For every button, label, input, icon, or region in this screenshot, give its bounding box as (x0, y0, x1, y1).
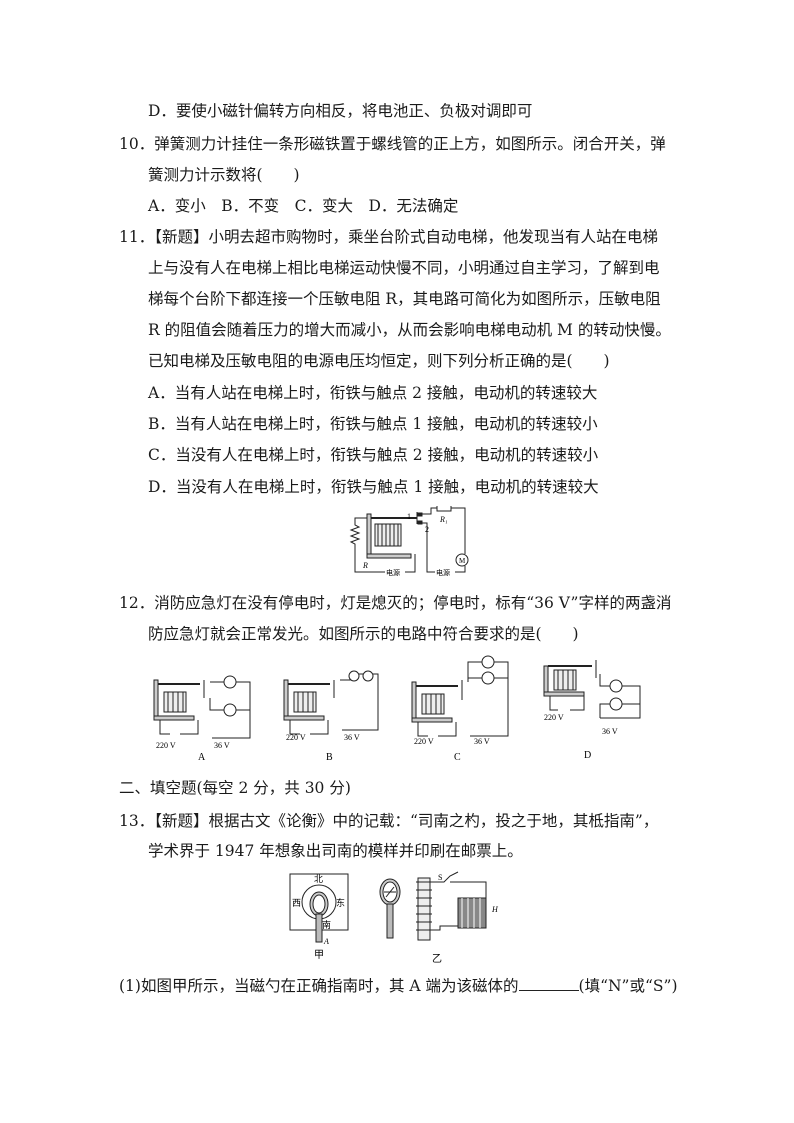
q11-option-d: D．当没有人在电梯上时，衔铁与触点 1 接触，电动机的转速较大 (148, 478, 599, 496)
q13-label-h: H (491, 905, 499, 914)
q11-label-m: M (459, 557, 466, 565)
q13-sub1-after: (填“N”或“S”) (578, 977, 678, 995)
q13-label-south: 南 (322, 919, 331, 930)
q13-label-jia: 甲 (314, 950, 324, 960)
q12-b-36v: 36 V (344, 733, 360, 742)
q12-b-label: B (326, 752, 333, 763)
q13-figure-yi: S H 乙 (379, 871, 499, 965)
q11-option-c: C．当没有人在电梯上时，衔铁与触点 2 接触，电动机的转速较小 (148, 446, 599, 464)
q12-b-220v: 220 V (286, 733, 306, 742)
q12-a-220v: 220 V (156, 741, 176, 750)
q13-stem-line1: 13．【新题】根据古文《论衡》中的记载：“司南之杓，投之于地，其柢指南”， (119, 812, 659, 830)
q11-option-b: B．当有人站在电梯上时，衔铁与触点 1 接触，电动机的转速较小 (148, 415, 598, 433)
q12-d-36v: 36 V (602, 727, 618, 736)
q9-option-d: D．要使小磁针偏转方向相反，将电池正、负极对调即可 (148, 102, 533, 120)
q11-stem-line4: R 的阻值会随着压力的增大而减小，从而会影响电梯电动机 M 的转动快慢。 (148, 321, 671, 339)
q11-power-right: 电源 (436, 568, 450, 577)
q11-label-2: 2 (425, 525, 429, 534)
q13-label-west: 西 (292, 898, 301, 908)
q11-option-a: A．当有人站在电梯上时，衔铁与触点 2 接触，电动机的转速较大 (148, 384, 598, 402)
q12-d-label: D (584, 750, 591, 761)
q11-stem-line3: 梯每个台阶下都连接一个压敏电阻 R，其电路可简化为如图所示，压敏电阻 (148, 290, 661, 308)
q11-label-r: R (362, 561, 368, 570)
q13-label-s: S (438, 873, 442, 882)
q12-stem-line2: 防应急灯就会正常发光。如图所示的电路中符合要求的是( ) (148, 625, 579, 643)
q13-sub1: (1)如图甲所示，当磁勺在正确指南时，其 A 端为该磁体的 (填“N”或“S”) (119, 976, 678, 996)
q12-c-label: C (454, 752, 461, 763)
q11-stem-line1: 11．【新题】小明去超市购物时，乘坐台阶式自动电梯，他发现当有人站在电梯 (119, 228, 658, 246)
q10-stem-line2: 簧测力计示数将( ) (148, 166, 300, 184)
q11-label-1: 1 (407, 512, 411, 521)
q12-circuit-a: 220 V 36 V A (153, 675, 251, 763)
q13-label-east: 东 (336, 897, 345, 908)
q12-circuit-c: 220 V 36 V C (411, 655, 509, 763)
q13-figure-jia: 北 西 东 南 A 甲 (289, 873, 349, 960)
q12-d-220v: 220 V (544, 713, 564, 722)
q12-circuit-d: 220 V 36 V D (543, 660, 641, 761)
q13-sub1-before: (1)如图甲所示，当磁勺在正确指南时，其 A 端为该磁体的 (119, 977, 519, 995)
q13-label-north: 北 (314, 874, 323, 884)
q12-a-36v: 36 V (214, 741, 230, 750)
q12-a-label: A (198, 752, 206, 763)
q12-c-220v: 220 V (414, 737, 434, 746)
q11-stem-line5: 已知电梯及压敏电阻的电源电压均恒定，则下列分析正确的是( ) (148, 352, 610, 370)
q11-label-r1: R₁ (439, 515, 448, 524)
q11-power-left: 电源 (386, 568, 400, 577)
q13-stem-line2: 学术界于 1947 年想象出司南的模样并印刷在邮票上。 (148, 842, 523, 860)
q10-options: A．变小 B．不变 C．变大 D．无法确定 (148, 197, 459, 215)
q13-sub1-answer-blank[interactable] (518, 976, 579, 991)
q13-label-yi: 乙 (432, 953, 442, 965)
q12-c-36v: 36 V (474, 737, 490, 746)
q12-stem-line1: 12．消防应急灯在没有停电时，灯是熄灭的；停电时，标有“36 V”字样的两盏消 (119, 594, 672, 612)
section-2-heading: 二、填空题(每空 2 分，共 30 分) (119, 779, 351, 797)
q12-circuit-b: 220 V 36 V B (283, 670, 379, 763)
q13-label-a: A (323, 937, 329, 946)
q11-stem-line2: 上与没有人在电梯上相比电梯运动快慢不同，小明通过自主学习，了解到电 (148, 259, 660, 277)
q10-stem-line1: 10．弹簧测力计挂住一条形磁铁置于螺线管的正上方，如图所示。闭合开关，弹 (119, 135, 666, 153)
q11-circuit-figure: 1 2 R₁ R M 电源 电源 (349, 506, 469, 577)
